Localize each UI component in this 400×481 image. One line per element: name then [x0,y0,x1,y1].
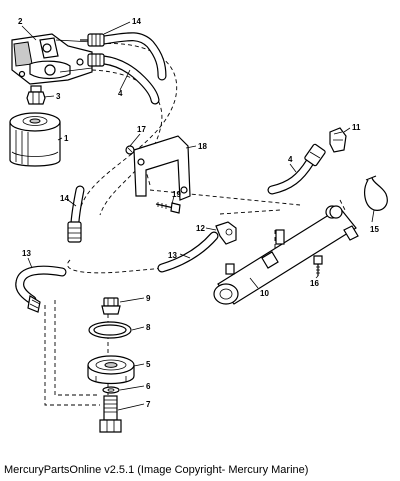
callout-7: 7 [146,400,151,409]
plug-9 [101,297,121,315]
callout-5: 5 [146,360,151,369]
callout-12: 12 [196,224,205,233]
middle-hose-13 [157,231,219,273]
callout-1: 1 [64,134,69,143]
callout-13-mid: 13 [168,251,177,260]
callout-9: 9 [146,294,151,303]
washer-6 [102,386,120,394]
callout-13-left: 13 [22,249,31,258]
image-copyright-caption: MercuryPartsOnline v2.5.1 (Image Copyrig… [4,464,309,476]
callout-15: 15 [370,225,379,234]
leader-lines [21,21,375,411]
callout-2: 2 [18,17,23,26]
bolt-16 [313,255,323,276]
filter-mount-bracket [11,33,93,85]
lower-hose-14 [67,185,85,243]
callout-labels: 2 14 4 3 1 14 13 9 8 5 6 7 17 18 19 4 11… [18,17,379,409]
right-hose-4 [267,143,326,195]
exploded-parts-diagram: 2 14 4 3 1 14 13 9 8 5 6 7 17 18 19 4 11… [9,17,388,433]
lower-hose-13-left [15,265,67,313]
callout-3: 3 [56,92,61,101]
callout-4-right: 4 [288,155,293,164]
oil-cooler-10 [213,205,359,305]
o-ring-8 [88,321,132,339]
screw-17 [125,145,135,155]
callout-4-top: 4 [118,89,123,98]
bolt-19 [155,202,181,214]
callout-18: 18 [198,142,207,151]
oil-filter-1 [9,112,61,167]
filter-adapter-5 [87,355,135,385]
elbow-fitting-11 [329,127,347,153]
callout-8: 8 [146,323,151,332]
callout-14-top: 14 [132,17,141,26]
callout-17: 17 [137,125,146,134]
hose-clamp-15 [364,175,388,211]
callout-16: 16 [310,279,319,288]
upper-hose-4 [87,53,160,105]
plug-fitting-3 [26,85,46,105]
callout-10: 10 [260,289,269,298]
callout-14-left: 14 [60,194,69,203]
adapter-bolt-7 [99,395,122,433]
callout-11: 11 [352,123,361,132]
mounting-bracket-18 [133,135,191,201]
callout-6: 6 [146,382,151,391]
elbow-fitting-12 [215,221,237,245]
upper-hose-14 [80,32,167,81]
callout-19: 19 [172,190,181,199]
